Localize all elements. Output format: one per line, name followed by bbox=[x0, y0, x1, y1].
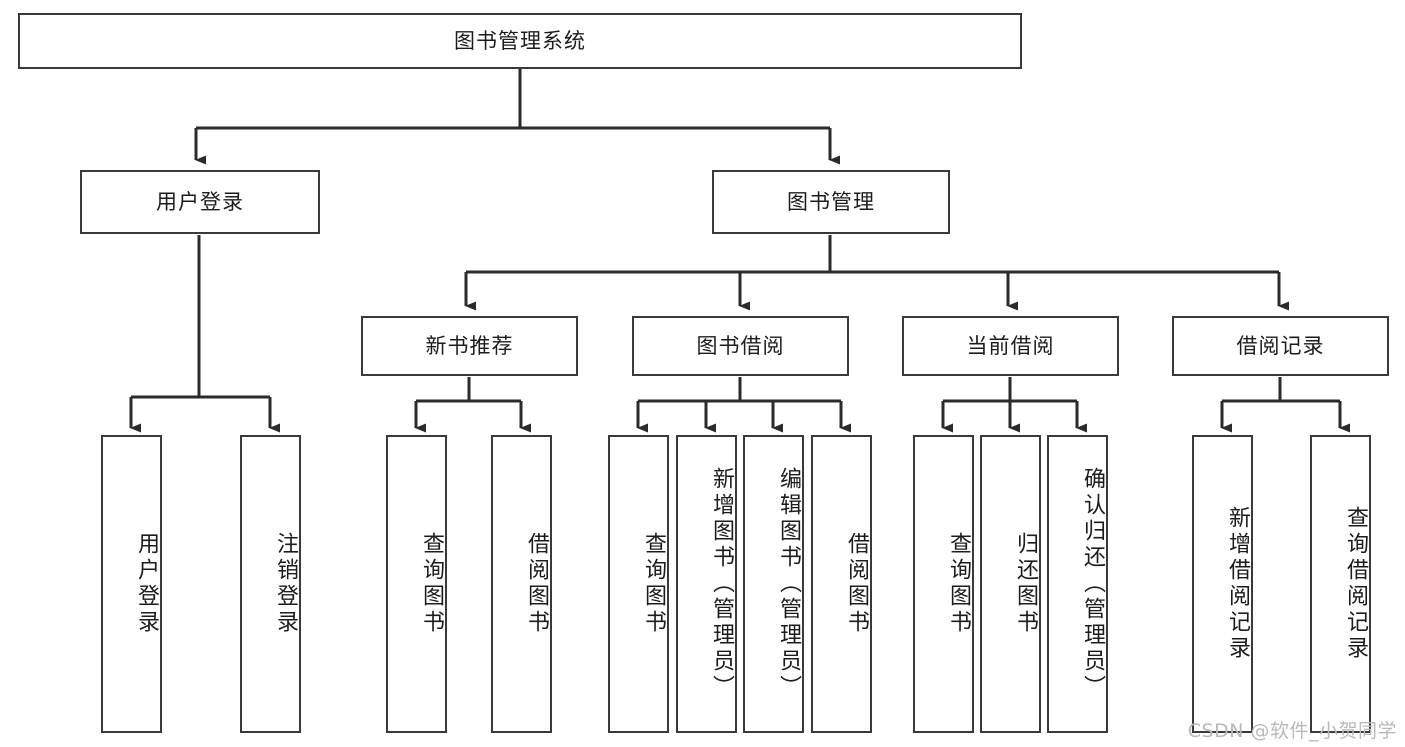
leaf-logout[interactable]: 注销登录 bbox=[240, 435, 301, 733]
node-label: 查询图书 bbox=[946, 532, 971, 636]
node-label: 新增借阅记录 bbox=[1225, 506, 1250, 662]
leaf-confirm-return-admin[interactable]: 确认归还（管理员） bbox=[1047, 435, 1108, 733]
csdn-watermark: CSDN @软件_小贺同学 bbox=[1187, 720, 1397, 742]
leaf-query-borrow-record[interactable]: 查询借阅记录 bbox=[1310, 435, 1371, 733]
node-label: 归还图书 bbox=[1013, 532, 1038, 636]
leaf-add-book-admin[interactable]: 新增图书（管理员） bbox=[676, 435, 737, 733]
leaf-query-book-current[interactable]: 查询图书 bbox=[913, 435, 974, 733]
leaf-user-login[interactable]: 用户登录 bbox=[101, 435, 162, 733]
node-label: 用户登录 bbox=[156, 189, 244, 214]
node-label: 查询图书 bbox=[641, 532, 666, 636]
node-borrowing-record[interactable]: 借阅记录 bbox=[1172, 316, 1389, 376]
node-user-login[interactable]: 用户登录 bbox=[80, 170, 320, 234]
node-new-book-recommendation[interactable]: 新书推荐 bbox=[361, 316, 578, 376]
node-label: 确认归还（管理员） bbox=[1080, 467, 1105, 701]
node-book-borrowing[interactable]: 图书借阅 bbox=[632, 316, 849, 376]
leaf-borrow-book[interactable]: 借阅图书 bbox=[811, 435, 872, 733]
node-label: 新书推荐 bbox=[425, 333, 514, 358]
node-label: 查询借阅记录 bbox=[1343, 506, 1368, 662]
node-label: 新增图书（管理员） bbox=[709, 467, 734, 701]
node-label: 图书管理系统 bbox=[454, 28, 586, 53]
leaf-query-book-borrow[interactable]: 查询图书 bbox=[608, 435, 669, 733]
node-label: 查询图书 bbox=[419, 532, 444, 636]
leaf-query-book-new[interactable]: 查询图书 bbox=[386, 435, 447, 733]
node-label: 借阅图书 bbox=[524, 532, 549, 636]
node-label: 图书借阅 bbox=[696, 333, 785, 358]
node-label: 注销登录 bbox=[273, 532, 298, 636]
leaf-return-book[interactable]: 归还图书 bbox=[980, 435, 1041, 733]
leaf-add-borrow-record[interactable]: 新增借阅记录 bbox=[1192, 435, 1253, 733]
node-current-borrowing[interactable]: 当前借阅 bbox=[902, 316, 1119, 376]
node-root-book-management-system[interactable]: 图书管理系统 bbox=[18, 13, 1022, 69]
leaf-borrow-book-new[interactable]: 借阅图书 bbox=[491, 435, 552, 733]
node-book-management[interactable]: 图书管理 bbox=[712, 170, 950, 234]
node-label: 当前借阅 bbox=[966, 333, 1055, 358]
node-label: 借阅图书 bbox=[844, 532, 869, 636]
node-label: 图书管理 bbox=[787, 189, 875, 214]
node-label: 用户登录 bbox=[134, 532, 159, 636]
node-label: 编辑图书（管理员） bbox=[776, 467, 801, 701]
node-label: 借阅记录 bbox=[1236, 333, 1325, 358]
leaf-edit-book-admin[interactable]: 编辑图书（管理员） bbox=[743, 435, 804, 733]
